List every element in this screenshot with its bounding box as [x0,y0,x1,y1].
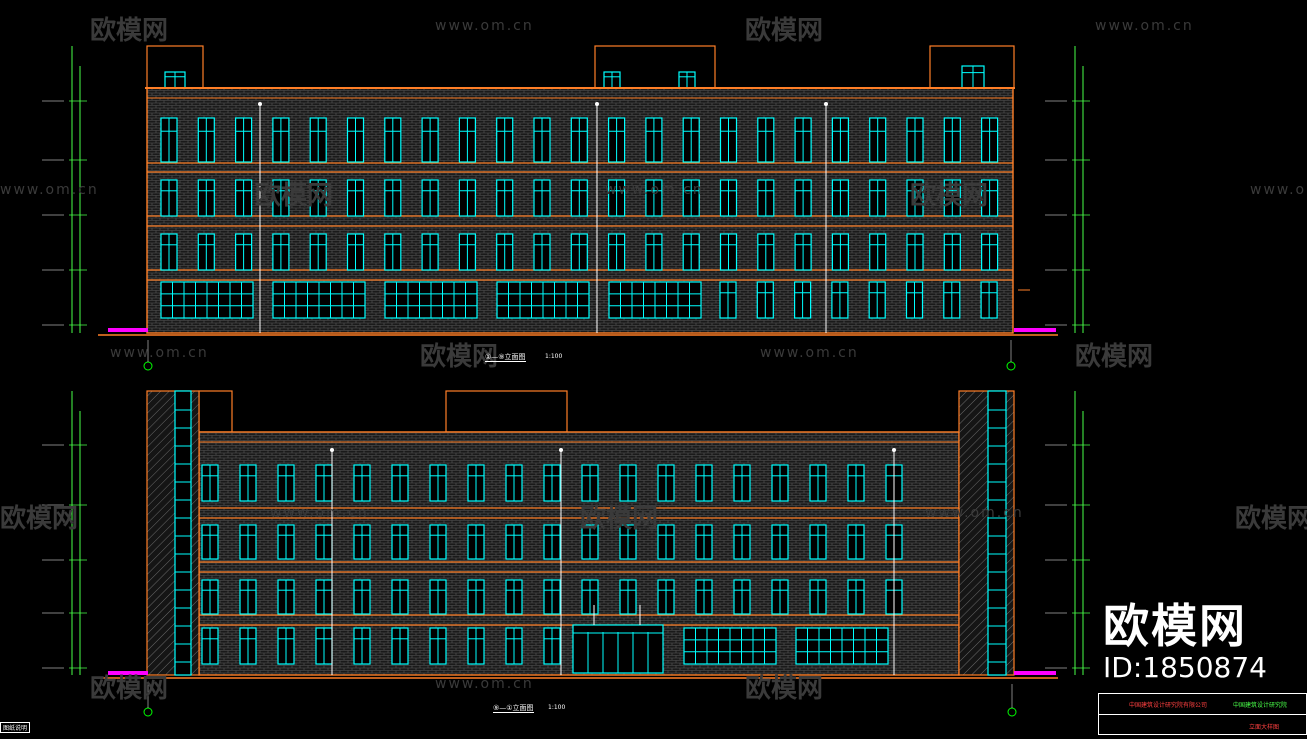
axis-marker [143,707,153,717]
top-elevation [42,45,1090,371]
ground-plinth [108,671,148,675]
watermark-logo: 欧模网 [745,674,824,704]
pipe-head [330,448,334,452]
ground-plinth [1014,328,1056,332]
watermark-url: www.om.cn [1250,182,1307,198]
title-block-drawing: 立面大样图 [1249,724,1280,731]
title-block: 中国建筑设计研究院有限公司 中国建筑设计研究院 立面大样图 [1098,693,1307,735]
watermark-url: www.om.cn [925,505,1024,521]
view-scale-front: 1:100 [545,353,563,360]
title-block-project: 中国建筑设计研究院 [1233,702,1288,709]
brand-name: 欧模网 [1103,599,1248,653]
watermark-url: www.om.cn [760,345,859,361]
watermark-url: www.om.cn [435,676,534,692]
pipe-head [258,102,262,106]
watermark-logo: 欧模网 [90,674,169,704]
brand-overlay: 欧模网 ID:1850874 [1103,600,1267,684]
roof-box [198,390,233,433]
watermark-url: www.om.cn [1095,18,1194,34]
view-label-rear: ⑨—①立面图 [493,704,534,713]
watermark-logo: 欧模网 [580,504,659,534]
axis-marker [1007,707,1017,717]
view-scale-rear: 1:100 [548,704,566,711]
watermark-logo: 欧模网 [745,16,824,46]
bottom-elevation [42,390,1090,717]
watermark-url: www.om.cn [605,182,704,198]
roof-box [445,390,568,433]
pipe-head [892,448,896,452]
watermark-logo: 欧模网 [420,342,499,372]
watermark-url: www.om.cn [110,345,209,361]
pipe-head [595,102,599,106]
tower-window [174,390,192,676]
axis-marker [143,361,153,371]
title-block-company: 中国建筑设计研究院有限公司 [1129,702,1208,709]
brand-id: ID:1850874 [1103,651,1267,684]
corner-note: 图纸说明 [0,722,31,733]
watermark-logo: 欧模网 [255,181,334,211]
tower-window [987,390,1007,676]
axis-marker [1006,361,1016,371]
watermark-logo: 欧模网 [90,16,169,46]
watermark-url: www.om.cn [435,18,534,34]
watermark-url: www.om.cn [0,182,99,198]
pipe-head [559,448,563,452]
ground-plinth [1014,671,1056,675]
ground-plinth [108,328,148,332]
watermark-logo: 欧模网 [1075,342,1154,372]
watermark-url: www.om.cn [270,505,369,521]
watermark-logo: 欧模网 [0,504,79,534]
view-label-front: ①—⑨立面图 [485,353,526,362]
watermark-logo: 欧模网 [910,181,989,211]
watermark-logo: 欧模网 [1235,504,1307,534]
pipe-head [824,102,828,106]
